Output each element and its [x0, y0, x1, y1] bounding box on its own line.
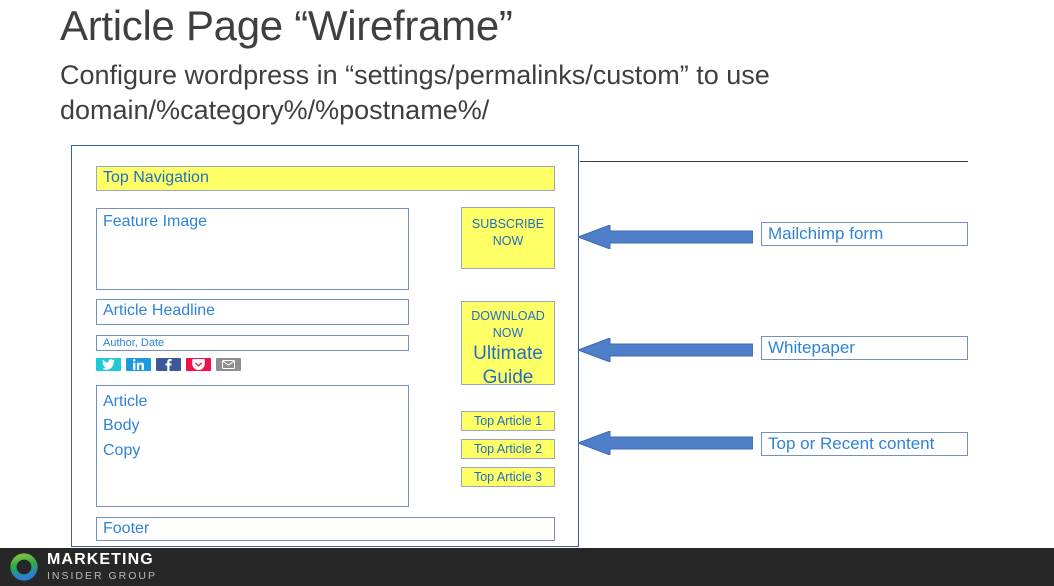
brand-name-primary: MARKETING: [47, 551, 154, 569]
divider-rule: [580, 161, 968, 162]
annotation-arrow-top-recent-content: [578, 431, 753, 455]
annotation-label-whitepaper: Whitepaper: [761, 336, 968, 360]
cta-download-now[interactable]: DOWNLOAD NOW Ultimate Guide: [461, 301, 555, 388]
page-title: Article Page “Wireframe”: [60, 2, 513, 49]
marketing-insider-group-logo-icon: [10, 553, 38, 581]
wireframe-container: Top Navigation Feature Image Article Hea…: [71, 145, 579, 547]
wireframe-block-author-date[interactable]: Author, Date: [96, 335, 409, 351]
wireframe-block-article-headline[interactable]: Article Headline: [96, 299, 409, 325]
wireframe-block-article-body[interactable]: Article Body Copy: [96, 385, 409, 507]
brand-footer-bar: MARKETING INSIDER GROUP: [0, 548, 1054, 586]
brand-wordmark: MARKETING INSIDER GROUP: [47, 552, 157, 582]
cta-download-now-offer: Ultimate Guide: [473, 343, 543, 389]
cta-subscribe-now[interactable]: SUBSCRIBE NOW: [461, 207, 555, 269]
linkedin-icon[interactable]: [126, 358, 151, 371]
annotation-label-top-or-recent-content: Top or Recent content: [761, 432, 968, 456]
wireframe-top-article-1[interactable]: Top Article 1: [461, 411, 555, 431]
annotation-arrow-whitepaper: [578, 338, 753, 362]
cta-download-now-heading: DOWNLOAD NOW: [471, 309, 545, 340]
wireframe-block-feature-image[interactable]: Feature Image: [96, 208, 409, 290]
wireframe-block-top-navigation[interactable]: Top Navigation: [96, 166, 555, 191]
wireframe-block-footer[interactable]: Footer: [96, 517, 555, 541]
pocket-icon[interactable]: [186, 358, 211, 371]
twitter-icon[interactable]: [96, 358, 121, 371]
page-subtitle: Configure wordpress in “settings/permali…: [60, 60, 770, 125]
email-icon[interactable]: [216, 358, 241, 371]
facebook-icon[interactable]: [156, 358, 181, 371]
brand-name-secondary: INSIDER GROUP: [47, 570, 158, 583]
annotation-label-mailchimp-form: Mailchimp form: [761, 222, 968, 246]
wireframe-top-article-2[interactable]: Top Article 2: [461, 439, 555, 459]
social-share-row: [96, 358, 241, 371]
wireframe-top-article-3[interactable]: Top Article 3: [461, 467, 555, 487]
annotation-arrow-mailchimp: [578, 225, 753, 249]
